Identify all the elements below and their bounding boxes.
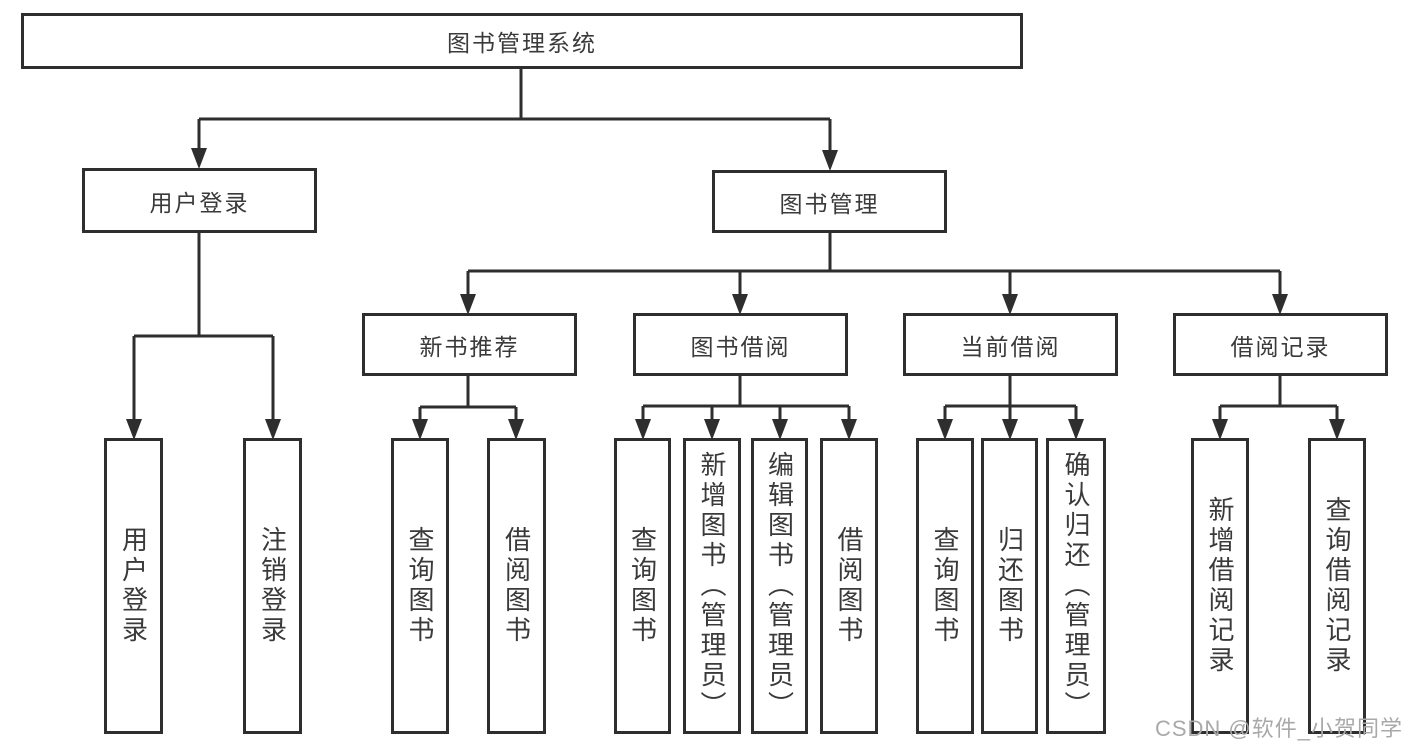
leaf-query-books-current: 查询图书 xyxy=(916,438,974,734)
leaf-edit-book-admin-label: 编辑图书（管理员） xyxy=(764,451,795,721)
node-book-borrow-label: 图书借阅 xyxy=(690,333,791,360)
leaf-add-book-admin: 新增图书（管理员） xyxy=(683,438,741,734)
leaf-add-borrow-record: 新增借阅记录 xyxy=(1191,438,1249,734)
connector-user-login xyxy=(132,233,275,421)
node-user-login: 用户登录 xyxy=(82,168,317,233)
node-borrow-records-label: 借阅记录 xyxy=(1230,333,1331,360)
node-user-login-label: 用户登录 xyxy=(149,189,250,216)
connector-book-management xyxy=(466,233,1282,296)
leaf-borrow-books-label: 借阅图书 xyxy=(834,526,864,646)
node-book-borrow: 图书借阅 xyxy=(633,313,848,376)
connector-book-borrow xyxy=(641,376,851,421)
leaf-query-books-borrow-label: 查询图书 xyxy=(627,526,658,646)
leaf-return-book-label: 归还图书 xyxy=(994,526,1025,646)
leaf-add-book-admin-label: 新增图书（管理员） xyxy=(697,451,727,721)
leaf-borrow-books: 借阅图书 xyxy=(820,438,878,734)
csdn-watermark: CSDN @软件_小贺同学 xyxy=(1154,716,1403,741)
node-book-management: 图书管理 xyxy=(712,170,947,233)
leaf-query-borrow-record-label: 查询借阅记录 xyxy=(1322,496,1352,676)
leaf-edit-book-admin: 编辑图书（管理员） xyxy=(751,438,808,734)
node-book-management-label: 图书管理 xyxy=(779,190,880,217)
leaf-logout: 注销登录 xyxy=(243,438,302,734)
leaf-return-book: 归还图书 xyxy=(981,438,1038,734)
connector-root xyxy=(197,69,832,152)
leaf-confirm-return-admin-label: 确认归还（管理员） xyxy=(1061,451,1091,721)
node-new-book-recommend-label: 新书推荐 xyxy=(419,333,520,360)
leaf-user-login-label: 用户登录 xyxy=(118,526,149,646)
leaf-query-books-recommend-label: 查询图书 xyxy=(405,526,435,646)
node-root: 图书管理系统 xyxy=(21,13,1023,69)
leaf-add-borrow-record-label: 新增借阅记录 xyxy=(1205,496,1235,676)
node-current-borrow-label: 当前借阅 xyxy=(960,333,1061,360)
connector-current-borrow xyxy=(943,376,1078,421)
node-current-borrow: 当前借阅 xyxy=(903,313,1118,376)
leaf-borrow-books-recommend: 借阅图书 xyxy=(487,438,546,734)
leaf-logout-label: 注销登录 xyxy=(257,526,288,646)
leaf-borrow-books-recommend-label: 借阅图书 xyxy=(501,526,532,646)
node-root-label: 图书管理系统 xyxy=(447,30,597,56)
leaf-query-books-recommend: 查询图书 xyxy=(391,438,449,734)
leaf-query-books-current-label: 查询图书 xyxy=(930,526,960,646)
connector-borrow-records xyxy=(1218,376,1339,421)
node-borrow-records: 借阅记录 xyxy=(1173,313,1388,376)
node-new-book-recommend: 新书推荐 xyxy=(362,313,577,376)
leaf-query-books-borrow: 查询图书 xyxy=(614,438,671,734)
leaf-user-login: 用户登录 xyxy=(104,438,163,734)
arrowheads xyxy=(126,148,1345,440)
connector-new-book-recommend xyxy=(418,376,518,421)
leaf-query-borrow-record: 查询借阅记录 xyxy=(1308,438,1366,734)
leaf-confirm-return-admin: 确认归还（管理员） xyxy=(1046,438,1106,734)
